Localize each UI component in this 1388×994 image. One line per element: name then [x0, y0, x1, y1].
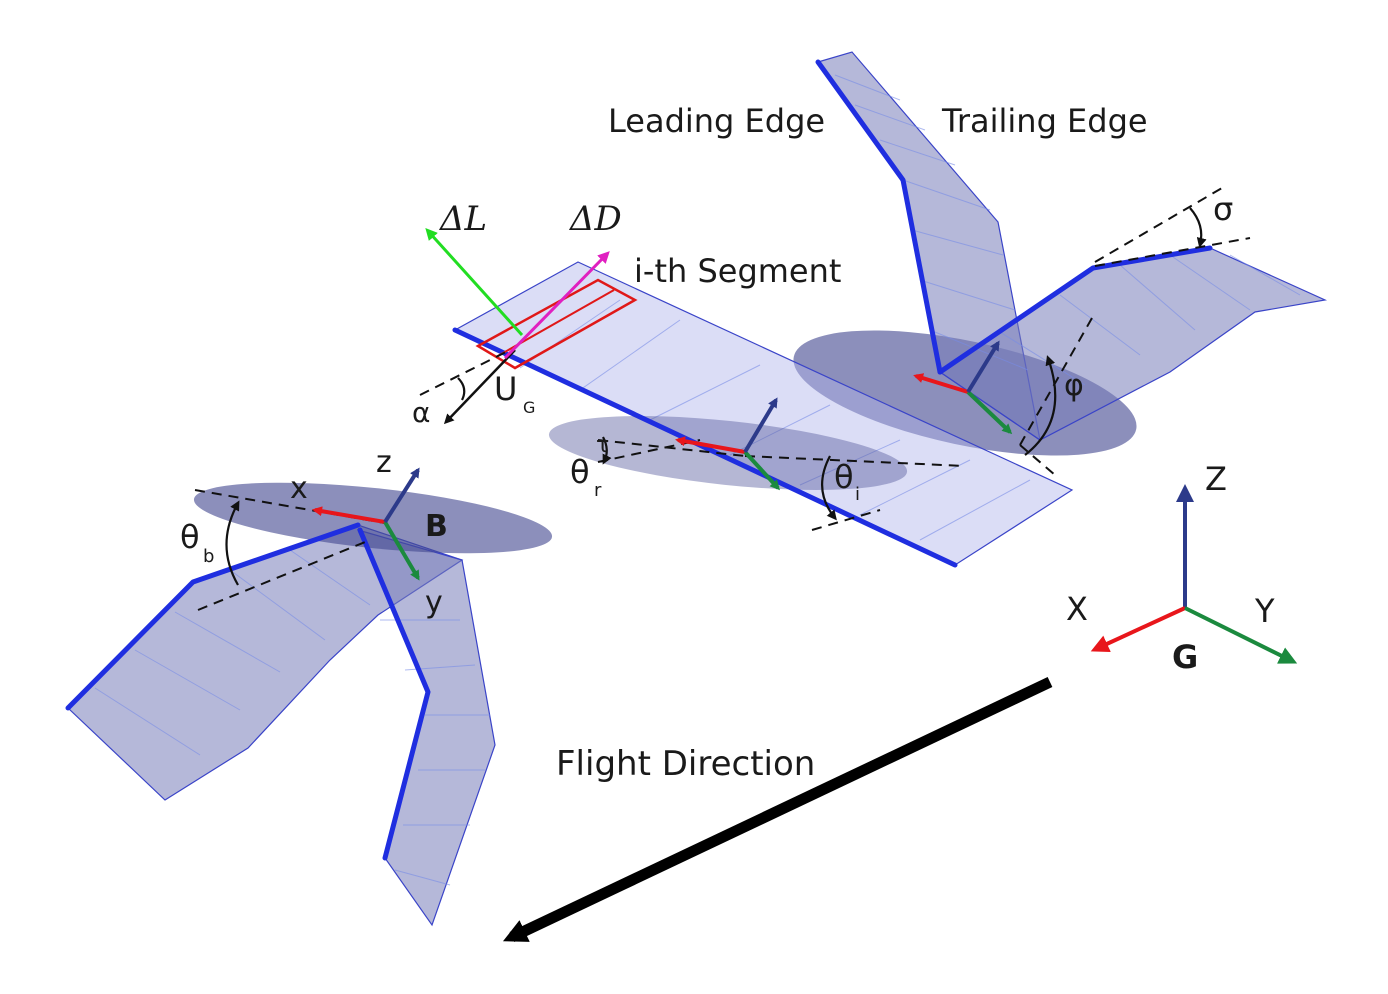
i-th-segment-label: i-th Segment [634, 252, 841, 290]
left-wing-chord-lines [94, 549, 490, 886]
sigma-label: σ [1213, 190, 1233, 228]
flight-direction-arrow [502, 677, 1053, 942]
u-g-subscript: G [523, 398, 535, 417]
left-theta-b-reference-line-2 [197, 539, 371, 611]
delta-l-label: ΔL [438, 199, 487, 239]
global-frame-label: G [1172, 638, 1198, 676]
delta-d-label: ΔD [568, 199, 622, 239]
u-g-label: U [494, 370, 517, 408]
middle-y-axis-arrow [743, 450, 781, 491]
drag-arrow [503, 251, 610, 360]
alpha-angle-arc [457, 377, 466, 401]
body-x-label: x [290, 471, 308, 506]
flight-direction-label: Flight Direction [556, 744, 815, 784]
middle-z-axis-arrow [743, 397, 778, 454]
sigma-angle-arc [1189, 207, 1207, 248]
body-z-label: z [376, 445, 392, 480]
right-z-axis-arrow [966, 340, 1000, 394]
global-z-label: Z [1205, 460, 1227, 498]
alpha-label: α [412, 396, 430, 429]
right-wing-chord-lines [834, 74, 1301, 386]
middle-wing-configuration [419, 228, 1074, 568]
right-y-axis-arrow [966, 390, 1013, 435]
theta-r-label: θ [570, 453, 590, 491]
global-x-axis [1090, 606, 1186, 652]
left-wing-configuration [65, 467, 553, 927]
right-phi-reference-line-2 [1019, 444, 1056, 476]
middle-leading-edge [452, 327, 958, 568]
global-y-axis [1184, 606, 1298, 664]
theta-i-subscript: i [855, 484, 860, 505]
right-sigma-reference-line [1094, 187, 1223, 263]
right-x-axis-arrow [913, 373, 969, 394]
theta-b-label: θ [180, 518, 200, 556]
left-x-axis-arrow [312, 506, 386, 524]
theta-b-subscript: b [203, 546, 214, 567]
global-coordinate-frame [1090, 484, 1298, 664]
middle-x-axis-arrow [675, 436, 746, 454]
right-phi-reference-line [1019, 317, 1093, 446]
phi-angle-arc [1024, 355, 1057, 456]
left-y-axis-arrow [383, 520, 420, 581]
u-g-velocity-arrow [443, 349, 516, 425]
middle-theta-r-reference-line [597, 439, 746, 457]
right-wing-configuration [793, 51, 1328, 476]
trailing-edge-label: Trailing Edge [941, 102, 1148, 140]
tau-label: τ [596, 433, 609, 458]
leading-edge-label: Leading Edge [608, 102, 825, 140]
theta-i-label: θ [834, 458, 854, 496]
theta-i-angle-arc [821, 455, 837, 521]
phi-label: φ [1064, 368, 1084, 403]
left-z-axis-arrow [383, 467, 420, 524]
theta-b-angle-arc [225, 500, 240, 586]
right-lower-leading-edge [937, 245, 1213, 375]
right-upper-leading-edge [815, 59, 943, 375]
middle-stroke-plane-disc [548, 416, 908, 490]
body-y-label: y [425, 585, 443, 620]
body-frame-label: B [425, 509, 448, 544]
tau-angle-arc [602, 436, 612, 465]
left-lower-leading-edge [357, 527, 431, 861]
middle-theta-i-reference-line-2 [811, 509, 881, 531]
global-y-label: Y [1254, 592, 1275, 630]
lift-arrow [425, 228, 524, 337]
middle-theta-i-reference-line [744, 455, 966, 467]
theta-r-subscript: r [594, 480, 602, 501]
global-x-label: X [1066, 590, 1088, 628]
left-outer-leading-edge [65, 522, 361, 711]
right-sigma-reference-line-2 [1094, 237, 1251, 267]
